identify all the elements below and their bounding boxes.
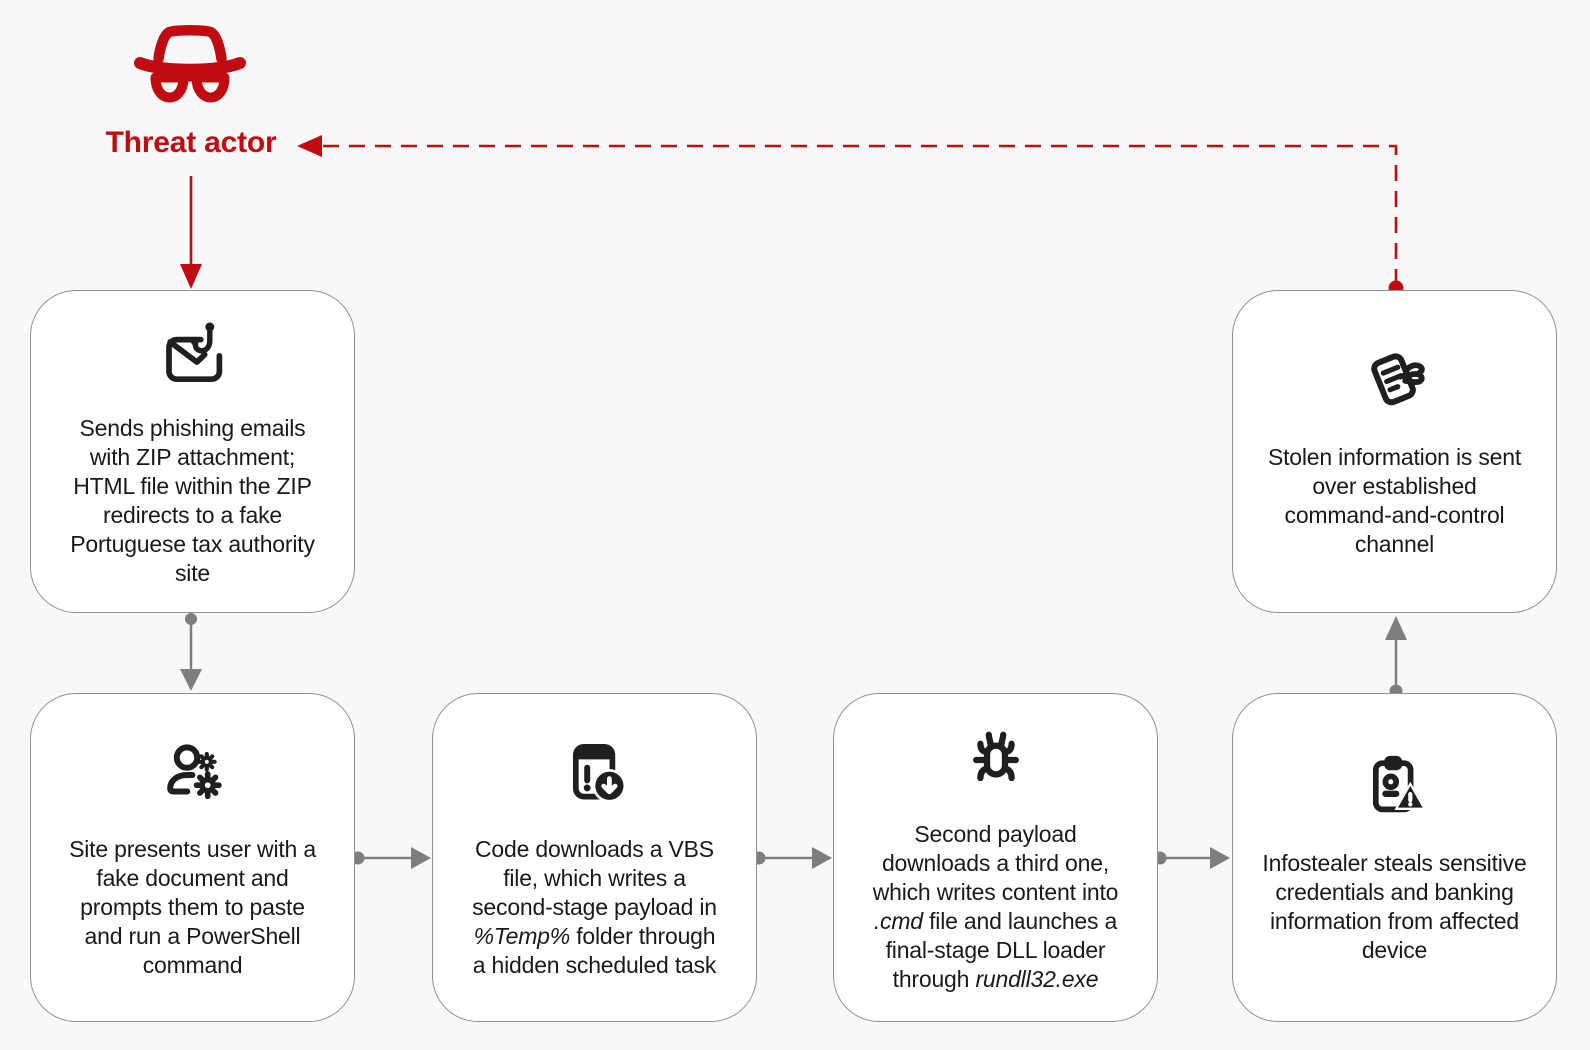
arrow-vbs-to-payload — [752, 847, 832, 869]
spy-icon — [130, 12, 250, 116]
document-exfiltration-icon — [1359, 344, 1431, 416]
spy-icon-svg — [134, 25, 246, 103]
file-download-alert-icon — [559, 736, 631, 808]
large-gear — [193, 770, 222, 799]
arrow-payload-to-infostealer — [1153, 847, 1230, 869]
threat-actor-label: Threat actor — [105, 126, 277, 159]
id-card-warning-icon — [1359, 750, 1431, 822]
small-gear — [196, 751, 217, 772]
user-settings-icon — [157, 736, 229, 808]
arrow-infostealer-to-c2 — [1385, 616, 1407, 698]
dashed-arrow-c2-to-threat-actor — [297, 135, 1404, 296]
phishing-email-icon — [157, 315, 229, 387]
arrow-threat-actor-to-phishing — [180, 176, 202, 289]
bug-icon — [960, 721, 1032, 793]
arrow-site-to-vbs — [351, 847, 431, 869]
arrow-phishing-to-site — [180, 613, 202, 691]
grabbing-hand — [1396, 362, 1425, 385]
